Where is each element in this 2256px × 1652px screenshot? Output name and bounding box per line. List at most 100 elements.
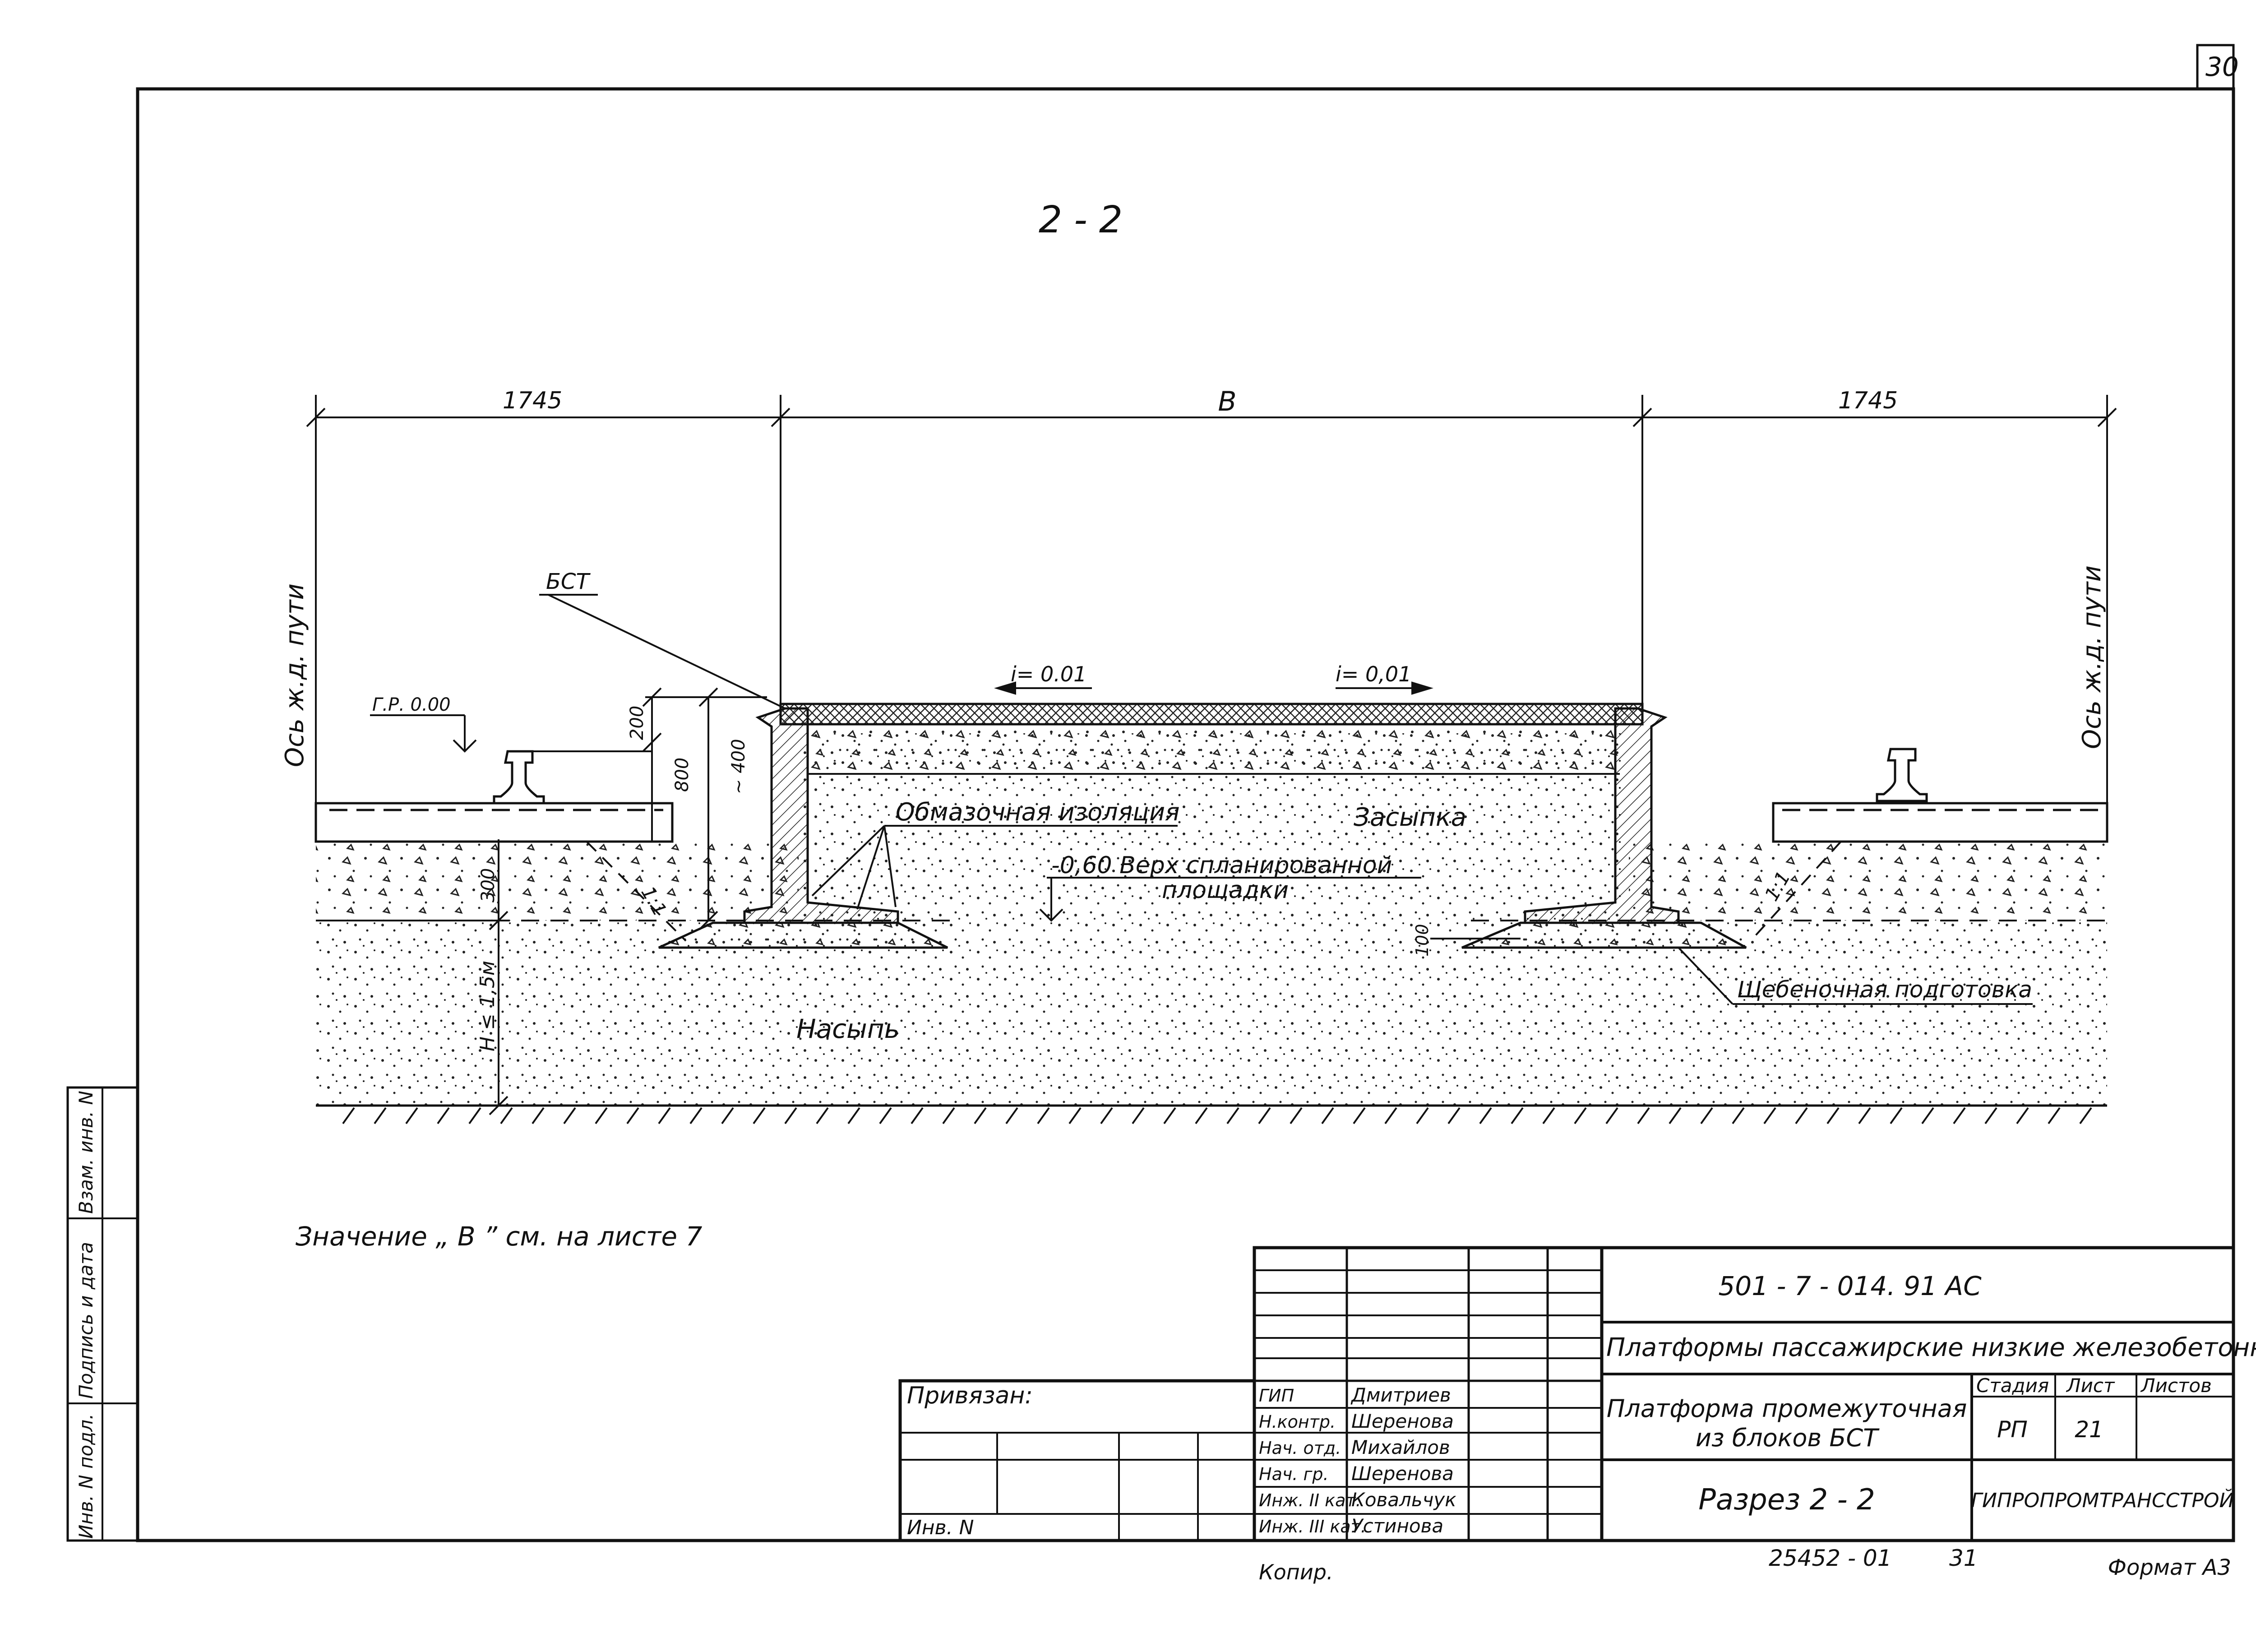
ground-tick xyxy=(974,1107,987,1124)
dim-depth-400: ~ 400 xyxy=(728,739,749,794)
role-title: Инж. III кат. xyxy=(1259,1517,1366,1536)
ground-tick xyxy=(1953,1107,1966,1124)
ground-tick xyxy=(784,1107,797,1124)
ground-tick xyxy=(658,1107,671,1124)
ground-tick xyxy=(1732,1107,1745,1124)
ground-tick xyxy=(1763,1107,1776,1124)
ground-tick xyxy=(1542,1107,1555,1124)
ground-tick xyxy=(1669,1107,1682,1124)
ground-tick xyxy=(1100,1107,1113,1124)
top-level-label: -0,60 Верх спланированной xyxy=(1051,852,1392,879)
gravel-prep-label: Щебеночная подготовка xyxy=(1737,976,2032,1003)
rail-level-mark xyxy=(370,714,477,753)
ballast-right xyxy=(1471,802,2108,921)
ballast-left xyxy=(314,802,952,921)
dim-gravel-100: 100 xyxy=(1412,924,1432,957)
top-level-label-2: площадки xyxy=(1162,877,1289,904)
ground-tick xyxy=(1258,1107,1271,1124)
platform-body xyxy=(779,703,1644,921)
project-name: Платформы пассажирские низкие железобето… xyxy=(1606,1333,2256,1362)
ground-tick xyxy=(374,1107,387,1124)
gravel-prep-left xyxy=(658,921,948,949)
dimension-lines xyxy=(306,395,2117,803)
side-podpis-data: Подпись и дата xyxy=(75,1242,97,1399)
object-line2: из блоков БСТ xyxy=(1696,1424,1880,1452)
rail-left xyxy=(493,750,545,805)
ground-tick xyxy=(847,1107,860,1124)
role-name: Дмитриев xyxy=(1350,1384,1451,1406)
dim-depth-300: 300 xyxy=(478,868,499,902)
role-title: Нач. гр. xyxy=(1259,1464,1329,1484)
ground-tick xyxy=(1037,1107,1050,1124)
ground-tick xyxy=(405,1107,418,1124)
axis-left-label: Ось ж.д. пути xyxy=(280,583,310,767)
ground-tick xyxy=(1226,1107,1239,1124)
copy-label: Копир. xyxy=(1259,1560,1333,1584)
ground-tick xyxy=(1290,1107,1303,1124)
stage-header: Стадия xyxy=(1976,1374,2049,1397)
ground-tick xyxy=(532,1107,545,1124)
ground-tick xyxy=(500,1107,513,1124)
ground-tick xyxy=(468,1107,481,1124)
ground-tick xyxy=(342,1107,355,1124)
role-title: Инж. II кат. xyxy=(1259,1490,1361,1510)
role-title: ГИП xyxy=(1259,1386,1294,1406)
sheets-header: Листов xyxy=(2140,1374,2212,1397)
dim-embankment-height: H ≤ 1,5м xyxy=(476,961,499,1051)
ground-tick xyxy=(1195,1107,1208,1124)
ground-tick xyxy=(753,1107,766,1124)
ground-tick xyxy=(563,1107,576,1124)
axis-right-label: Ось ж.д. пути xyxy=(2077,565,2107,749)
bst-leader xyxy=(548,594,786,709)
ground-tick xyxy=(1068,1107,1082,1124)
ground-tick xyxy=(1353,1107,1366,1124)
side-inv-podl: Инв. N подл. xyxy=(75,1414,97,1539)
rail-level-label: Г.Р. 0.00 xyxy=(372,694,451,715)
role-name: Устинова xyxy=(1351,1515,1443,1537)
privyazan-label: Привязан: xyxy=(907,1382,1033,1409)
ground-tick xyxy=(911,1107,924,1124)
ground-tick xyxy=(595,1107,608,1124)
dim-rail-height: 200 xyxy=(627,706,647,740)
ground-tick xyxy=(2016,1107,2029,1124)
ground-tick xyxy=(1005,1107,1018,1124)
gravel-prep-leader xyxy=(1678,947,1734,1005)
sheet-header: Лист xyxy=(2066,1374,2115,1397)
top-level-mark xyxy=(1039,877,1421,922)
inv-n-label: Инв. N xyxy=(907,1516,974,1539)
ground-tick xyxy=(1795,1107,1808,1124)
surface-slope-arrows xyxy=(994,681,1433,695)
ground-tick xyxy=(1921,1107,1934,1124)
ground-tick xyxy=(1163,1107,1176,1124)
ground-tick xyxy=(1637,1107,1650,1124)
slope-lines xyxy=(586,841,1842,942)
ground-tick xyxy=(816,1107,829,1124)
role-title: Н.контр. xyxy=(1259,1412,1336,1432)
ground-tick xyxy=(1132,1107,1145,1124)
embankment xyxy=(316,921,2107,1107)
role-name: Ковальчук xyxy=(1351,1489,1456,1511)
role-title: Нач. отд. xyxy=(1259,1438,1341,1458)
embankment-label: Насыпь xyxy=(796,1013,900,1044)
bst-label: БСТ xyxy=(546,569,591,594)
doc-code: 501 - 7 - 014. 91 АС xyxy=(1718,1271,1982,1301)
ground-tick xyxy=(1416,1107,1429,1124)
insulation-label: Обмазочная изоляция xyxy=(896,798,1180,826)
archive-number: 25452 - 01 xyxy=(1769,1545,1892,1571)
dim-depth-800: 800 xyxy=(672,758,693,792)
ground-tick xyxy=(942,1107,955,1124)
ground-tick xyxy=(1605,1107,1618,1124)
ground-tick xyxy=(437,1107,450,1124)
side-vzam-inv: Взам. инв. N xyxy=(75,1091,97,1214)
vertical-dimensions xyxy=(316,687,767,1115)
title-block-lines xyxy=(898,1246,2235,1542)
role-name: Шеренова xyxy=(1351,1462,1454,1485)
object-line1: Платформа промежуточная xyxy=(1607,1394,1967,1423)
ground-tick xyxy=(1890,1107,1903,1124)
dim-right-offset: 1745 xyxy=(1838,387,1898,414)
insulation-leaders xyxy=(811,825,1178,910)
rail-right xyxy=(1876,748,1928,802)
backfill-label: Засыпка xyxy=(1354,803,1466,832)
ground-tick xyxy=(689,1107,703,1124)
